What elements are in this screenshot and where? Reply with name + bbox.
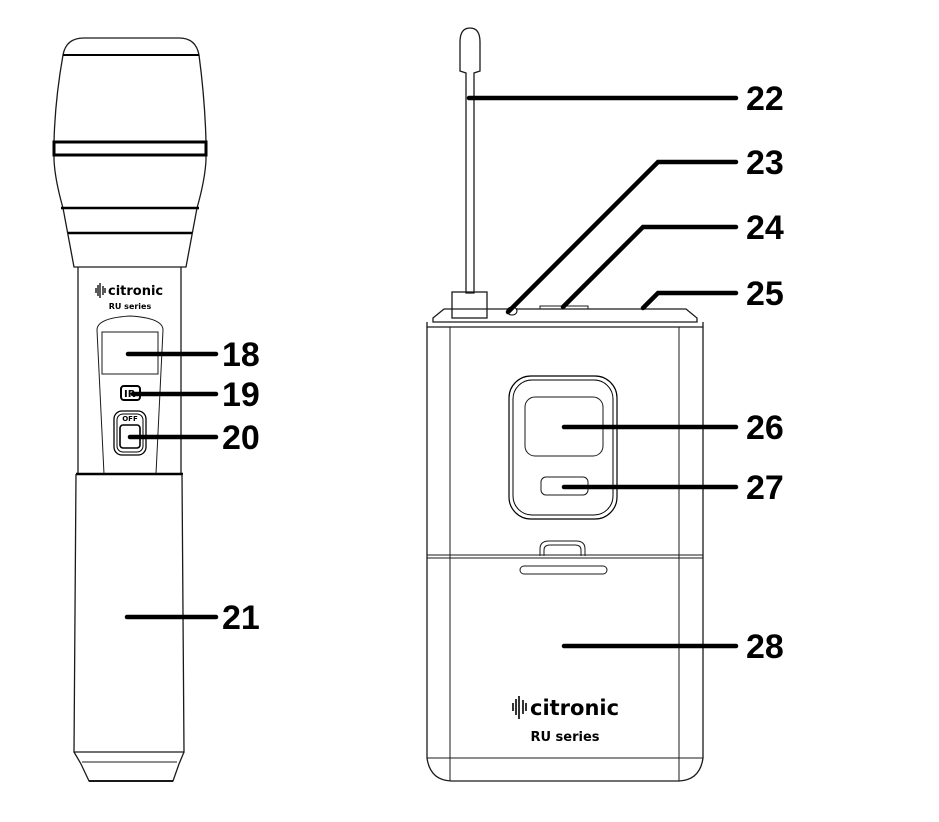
leader-25: [640, 290, 739, 311]
callout-23: 23: [746, 144, 784, 182]
mic-grille: [52, 37, 208, 268]
mic-brand-logo: citronic RU series: [95, 283, 163, 311]
callout-19: 19: [222, 376, 260, 414]
callout-26: 26: [746, 409, 784, 447]
waveform-icon: [95, 283, 106, 298]
ir-label: IR: [124, 389, 136, 400]
brand-name: citronic: [530, 696, 619, 720]
callout-18: 18: [222, 336, 260, 374]
callout-numbers: 18 19 20 21 22 23 24 25 26 27 28: [222, 80, 784, 666]
callout-22: 22: [746, 80, 784, 118]
series-name: RU series: [109, 302, 152, 311]
callout-27: 27: [746, 469, 784, 507]
callout-28: 28: [746, 628, 784, 666]
battery-cover-latch[interactable]: [426, 540, 704, 575]
beltpack-brand-logo: citronic RU series: [512, 696, 619, 745]
beltpack-display-bezel: [508, 375, 618, 520]
series-name: RU series: [530, 730, 599, 745]
leader-24: [560, 224, 739, 310]
beltpack-body: [426, 327, 704, 782]
beltpack-top: [426, 305, 704, 328]
handheld-microphone: citronic RU series IR OFF: [52, 37, 219, 782]
callout-25: 25: [746, 275, 784, 313]
beltpack-transmitter: citronic RU series: [426, 27, 739, 782]
mic-body-upper: [76, 267, 183, 476]
callout-20: 20: [222, 419, 260, 457]
callout-24: 24: [746, 209, 784, 247]
mic-handle: [73, 473, 185, 782]
brand-name: citronic: [108, 284, 163, 299]
antenna: [451, 27, 488, 319]
leader-23: [505, 159, 739, 315]
switch-off-label: OFF: [122, 415, 138, 423]
waveform-icon: [512, 696, 527, 719]
mic-power-switch[interactable]: OFF: [113, 410, 147, 456]
callout-21: 21: [222, 599, 260, 637]
